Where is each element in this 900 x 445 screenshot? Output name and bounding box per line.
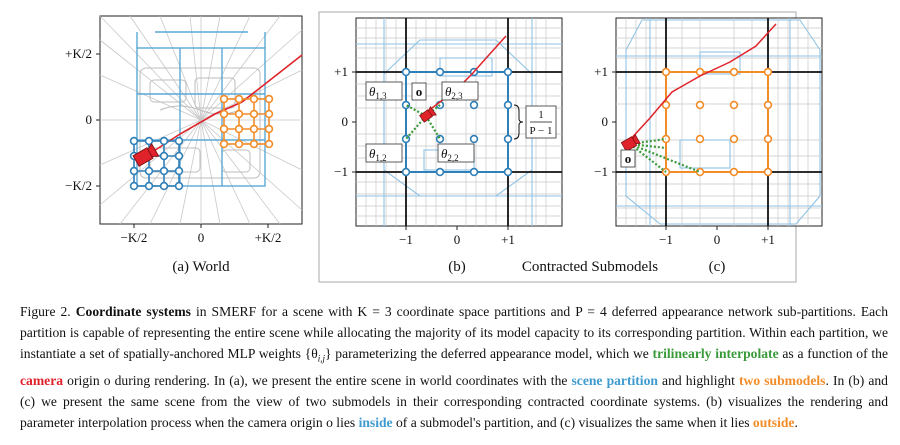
panel-b: θ1,3 o θ2,3 θ1,2 θ2,2 1 P − 1 +1 0 −1 −1	[334, 17, 563, 275]
figure-illustration: +K/2 0 −K/2 −K/2 0 +K/2 (a) World	[65, 11, 823, 283]
c-partition-lines	[616, 18, 822, 226]
caption-s8: .	[794, 414, 798, 430]
a-caption: (a) World	[172, 259, 230, 275]
caption-s6: . In (b) and (c) we present the same sce…	[20, 372, 888, 430]
b-o-label: o	[416, 84, 423, 99]
a-y-tick-top: +K/2	[65, 46, 92, 61]
contracted-submodels-caption: Contracted Submodels	[522, 259, 658, 275]
c-interp-lines	[629, 137, 701, 174]
b-camera-icon	[419, 105, 437, 123]
caption-s1-sub: i,j	[317, 353, 326, 364]
b-theta23: θ2,3	[445, 84, 463, 101]
panel-a: +K/2 0 −K/2 −K/2 0 +K/2 (a) World	[65, 15, 303, 275]
caption-two-submodels: two submodels	[739, 372, 826, 388]
caption-s1: in SMERF for a scene with K = 3 coordina…	[20, 304, 889, 361]
a-x-tick-left: −K/2	[121, 230, 148, 245]
camera-icon	[132, 142, 160, 167]
a-x-tick-right: +K/2	[255, 230, 282, 245]
panel-c: o +1 0 −1 −1 0 +1 (c)	[594, 17, 823, 275]
b-x-tick-left: −1	[399, 232, 413, 247]
caption-outside: outside	[752, 414, 795, 430]
c-submodel-grid	[661, 67, 773, 177]
caption-camera: camera	[20, 372, 64, 388]
c-y-tick-mid: 0	[602, 114, 609, 129]
c-x-tick-left: −1	[659, 232, 673, 247]
b-x-tick-mid: 0	[454, 232, 461, 247]
orange-submodel	[219, 94, 274, 149]
b-x-tick-right: +1	[501, 232, 515, 247]
c-y-tick-bottom: −1	[594, 164, 608, 179]
c-caption: (c)	[709, 259, 726, 275]
c-y-tick-top: +1	[594, 64, 608, 79]
b-theta12: θ1,2	[369, 146, 387, 163]
b-y-tick-top: +1	[334, 64, 348, 79]
b-y-tick-mid: 0	[342, 114, 349, 129]
b-theta13: θ1,3	[369, 84, 387, 101]
caption-s5: and highlight	[657, 372, 739, 388]
caption-s2: } parameterizing the deferred appearance…	[325, 346, 653, 361]
a-y-tick-mid: 0	[86, 112, 93, 127]
caption-s4: origin o during rendering. In (a), we pr…	[63, 372, 572, 388]
caption-title: Coordinate systems	[75, 304, 191, 319]
b-theta22: θ2,2	[441, 146, 459, 163]
caption-s3: as a function of the	[778, 346, 888, 361]
b-y-tick-bottom: −1	[334, 164, 348, 179]
c-x-tick-mid: 0	[714, 232, 721, 247]
figure-caption: Figure 2. Coordinate systems in SMERF fo…	[20, 301, 888, 433]
b-caption: (b)	[448, 259, 466, 275]
c-camera-icon	[620, 133, 641, 152]
c-x-tick-right: +1	[761, 232, 775, 247]
b-frac-den: P − 1	[530, 125, 553, 137]
a-x-tick-mid: 0	[198, 230, 205, 245]
b-partition-lines	[356, 18, 562, 226]
c-o-label: o	[625, 151, 632, 166]
caption-inside: inside	[358, 414, 393, 430]
a-y-tick-bottom: −K/2	[65, 178, 92, 193]
caption-s7: of a submodel's partition, and (c) visua…	[392, 414, 753, 430]
b-frac-num: 1	[538, 109, 544, 121]
caption-scene-partition: scene partition	[571, 372, 658, 388]
caption-fig-label: Figure 2.	[20, 304, 71, 319]
caption-trilinear: trilinearly interpolate	[652, 346, 779, 361]
